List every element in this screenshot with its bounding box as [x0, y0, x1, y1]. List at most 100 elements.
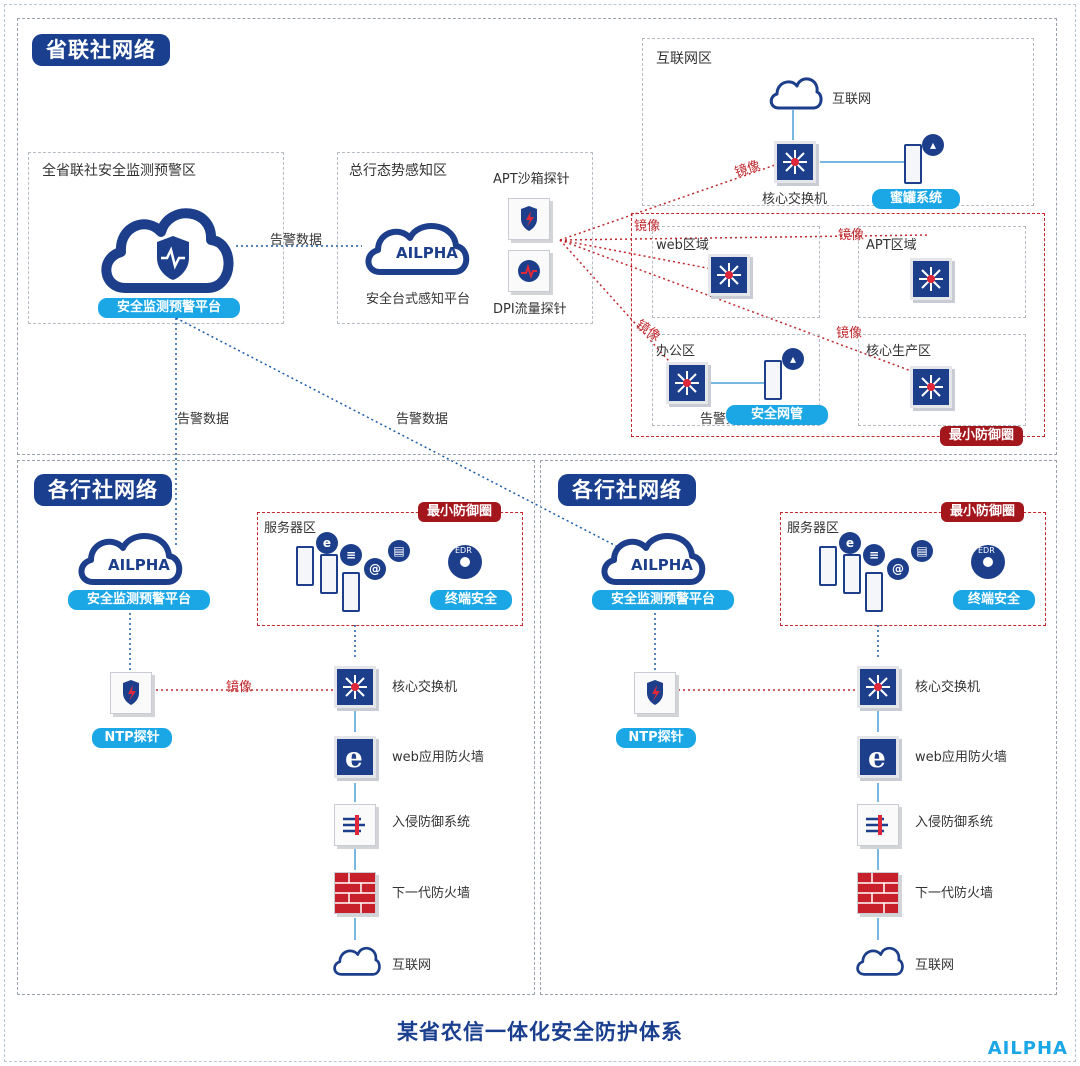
ailpha-cloud-icon: [601, 533, 706, 585]
branch-core-switch-icon: [857, 666, 899, 708]
min-defense-zone-left: [257, 512, 523, 626]
branch-network-frame-left: [17, 460, 535, 995]
security-mgmt-label: 安全网管: [726, 405, 828, 425]
apt-probe-label: APT沙箱探针: [493, 172, 570, 187]
web-zone-label: web区域: [656, 238, 709, 253]
branch-network-title: 各行社网络: [34, 474, 172, 506]
mirror-label-5: 镜像: [836, 326, 863, 341]
dpi-probe-label: DPI流量探针: [493, 302, 567, 317]
internet-zone: [642, 38, 1034, 206]
office-zone-label: 办公区: [656, 344, 696, 359]
min-defense-label-top: 最小防御圈: [940, 426, 1024, 446]
apt-zone-label: APT区域: [866, 238, 917, 253]
internet-label: 互联网: [832, 92, 872, 107]
document-icon: ▤: [911, 540, 933, 562]
chart-bubble-icon: ▴: [782, 348, 804, 370]
monitoring-platform-label: 安全监测预警平台: [98, 298, 240, 318]
cloud-shield-icon: [101, 208, 234, 293]
core-switch-label: 核心交换机: [762, 192, 828, 207]
chart-bubble-icon: ▴: [922, 134, 944, 156]
database-icon: ≡: [863, 544, 885, 566]
chain-item-internet: 互联网: [915, 958, 955, 973]
core-production-switch-icon: [910, 366, 952, 408]
core-switch-icon: [774, 141, 816, 183]
mail-icon: @: [887, 558, 909, 580]
ailpha-cloud-icon: [78, 533, 183, 585]
server-icon: [342, 572, 360, 612]
diagram-title: 某省农信一体化安全防护体系: [397, 1020, 683, 1044]
provincial-network-title: 省联社网络: [32, 34, 170, 66]
svg-text:e: e: [345, 741, 363, 774]
branch-network-title: 各行社网络: [558, 474, 696, 506]
mirror-label-3: 镜像: [838, 228, 865, 243]
server-icon: [843, 554, 861, 594]
server-icon: [320, 554, 338, 594]
endpoint-security-label: 终端安全: [953, 590, 1035, 610]
server-zone-label: 服务器区: [264, 521, 317, 536]
chain-item-core-switch: 核心交换机: [915, 680, 981, 695]
situation-platform-label: 安全台式感知平台: [366, 292, 471, 307]
situation-zone-label: 总行态势感知区: [349, 163, 447, 179]
ntp-probe-label: NTP探针: [92, 728, 172, 748]
flow-meter-icon: [518, 260, 540, 282]
chain-item-waf: web应用防火墙: [915, 750, 1007, 765]
edr-label: EDR: [455, 546, 472, 555]
chain-item-internet: 互联网: [392, 958, 432, 973]
mirror-label-2: 镜像: [634, 219, 661, 234]
min-defense-zone-top: [631, 213, 1045, 437]
edr-disc-icon: [448, 545, 482, 579]
ips-icon: [334, 804, 376, 846]
internet-zone-label: 互联网区: [656, 51, 712, 67]
branch-platform-logo: AILPHA: [108, 556, 170, 574]
security-mgmt-server-icon: [764, 360, 782, 400]
server-icon: [819, 546, 837, 586]
firewall-icon: [334, 872, 376, 914]
branch-platform-label: 安全监测预警平台: [592, 590, 734, 610]
brand-logo: AILPHA: [987, 1038, 1068, 1059]
monitoring-zone: [28, 152, 284, 324]
web-zone: [652, 226, 820, 318]
core-production-zone: [858, 334, 1026, 426]
min-defense-zone-right: [780, 512, 1046, 626]
office-zone-switch-icon: [666, 362, 708, 404]
honeypot-label: 蜜罐系统: [872, 189, 960, 209]
internet-cloud-icon: [333, 946, 381, 976]
branch-network-frame-right: [540, 460, 1057, 995]
browser-icon: e: [839, 532, 861, 554]
mail-icon: @: [364, 558, 386, 580]
chain-item-firewall: 下一代防火墙: [392, 886, 471, 901]
apt-zone-switch-icon: [910, 258, 952, 300]
internet-cloud-icon: [856, 946, 904, 976]
apt-zone: [858, 226, 1026, 318]
firewall-icon: [857, 872, 899, 914]
min-defense-label-left: 最小防御圈: [418, 502, 502, 522]
monitoring-zone-label: 全省联社安全监测预警区: [42, 163, 196, 179]
chain-item-ips: 入侵防御系统: [915, 815, 994, 830]
shield-icon: [123, 680, 139, 705]
chain-item-core-switch: 核心交换机: [392, 680, 458, 695]
office-zone: [652, 334, 820, 426]
document-icon: ▤: [388, 540, 410, 562]
outer-frame: [4, 4, 1076, 1062]
edr-label: EDR: [978, 546, 995, 555]
branch-platform-logo: AILPHA: [631, 556, 693, 574]
internet-cloud-icon: [769, 77, 823, 110]
ntp-probe-device: [634, 672, 676, 714]
ips-icon: [857, 804, 899, 846]
ntp-probe-label: NTP探针: [616, 728, 696, 748]
alarm-data-label-2: 告警数据: [177, 412, 230, 427]
chain-item-ips: 入侵防御系统: [392, 815, 471, 830]
honeypot-server-icon: [904, 144, 922, 184]
endpoint-security-label: 终端安全: [430, 590, 512, 610]
branch-core-switch-icon: [334, 666, 376, 708]
svg-text:e: e: [868, 741, 886, 774]
situation-platform-logo: AILPHA: [396, 244, 458, 262]
ntp-probe-device: [110, 672, 152, 714]
apt-probe-device: [508, 198, 550, 240]
edr-disc-icon: [971, 545, 1005, 579]
chain-item-waf: web应用防火墙: [392, 750, 484, 765]
browser-icon: e: [316, 532, 338, 554]
chain-item-firewall: 下一代防火墙: [915, 886, 994, 901]
ailpha-cloud-icon: [365, 223, 470, 275]
server-icon: [865, 572, 883, 612]
